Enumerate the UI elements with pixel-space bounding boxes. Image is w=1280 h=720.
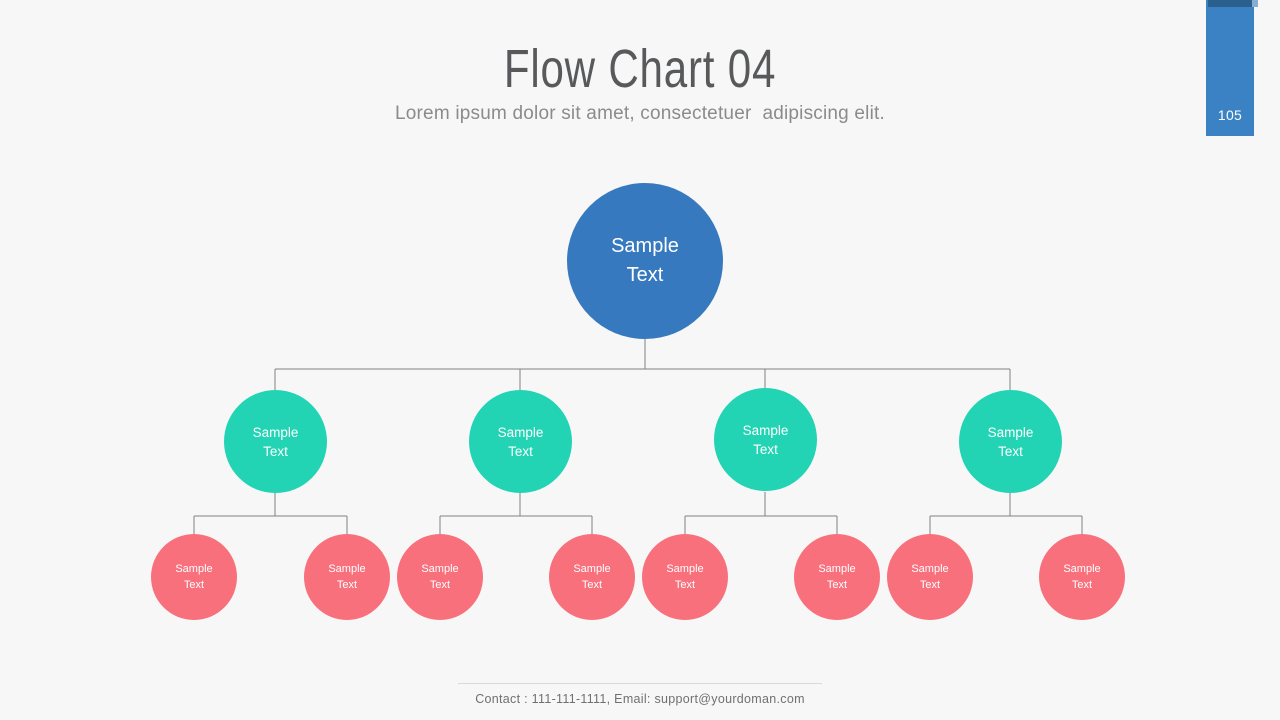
flow-node-level3-1: Sample Text bbox=[151, 534, 237, 620]
flow-node-level3-5: Sample Text bbox=[642, 534, 728, 620]
slide-title: Flow Chart 04 bbox=[503, 39, 777, 99]
footer-divider bbox=[458, 683, 822, 684]
flow-node-level3-6: Sample Text bbox=[794, 534, 880, 620]
flow-node-level2-4: Sample Text bbox=[959, 390, 1062, 493]
flow-node-level3-4: Sample Text bbox=[549, 534, 635, 620]
flow-node-level3-3: Sample Text bbox=[397, 534, 483, 620]
flow-node-level3-7: Sample Text bbox=[887, 534, 973, 620]
tab-strip-dark bbox=[1208, 0, 1252, 7]
page-number: 105 bbox=[1217, 107, 1243, 123]
flow-node-level2-3: Sample Text bbox=[714, 388, 817, 491]
flow-node-level2-2: Sample Text bbox=[469, 390, 572, 493]
footer-contact: Contact : 111-111-1111, Email: support@y… bbox=[475, 692, 805, 706]
flow-node-root: Sample Text bbox=[567, 183, 723, 339]
flow-node-level2-1: Sample Text bbox=[224, 390, 327, 493]
slide-subtitle: Lorem ipsum dolor sit amet, consectetuer… bbox=[395, 103, 885, 124]
page-number-tab: 105 bbox=[1206, 0, 1258, 136]
flow-node-level3-2: Sample Text bbox=[304, 534, 390, 620]
tab-strip-light bbox=[1252, 0, 1258, 7]
flow-node-level3-8: Sample Text bbox=[1039, 534, 1125, 620]
